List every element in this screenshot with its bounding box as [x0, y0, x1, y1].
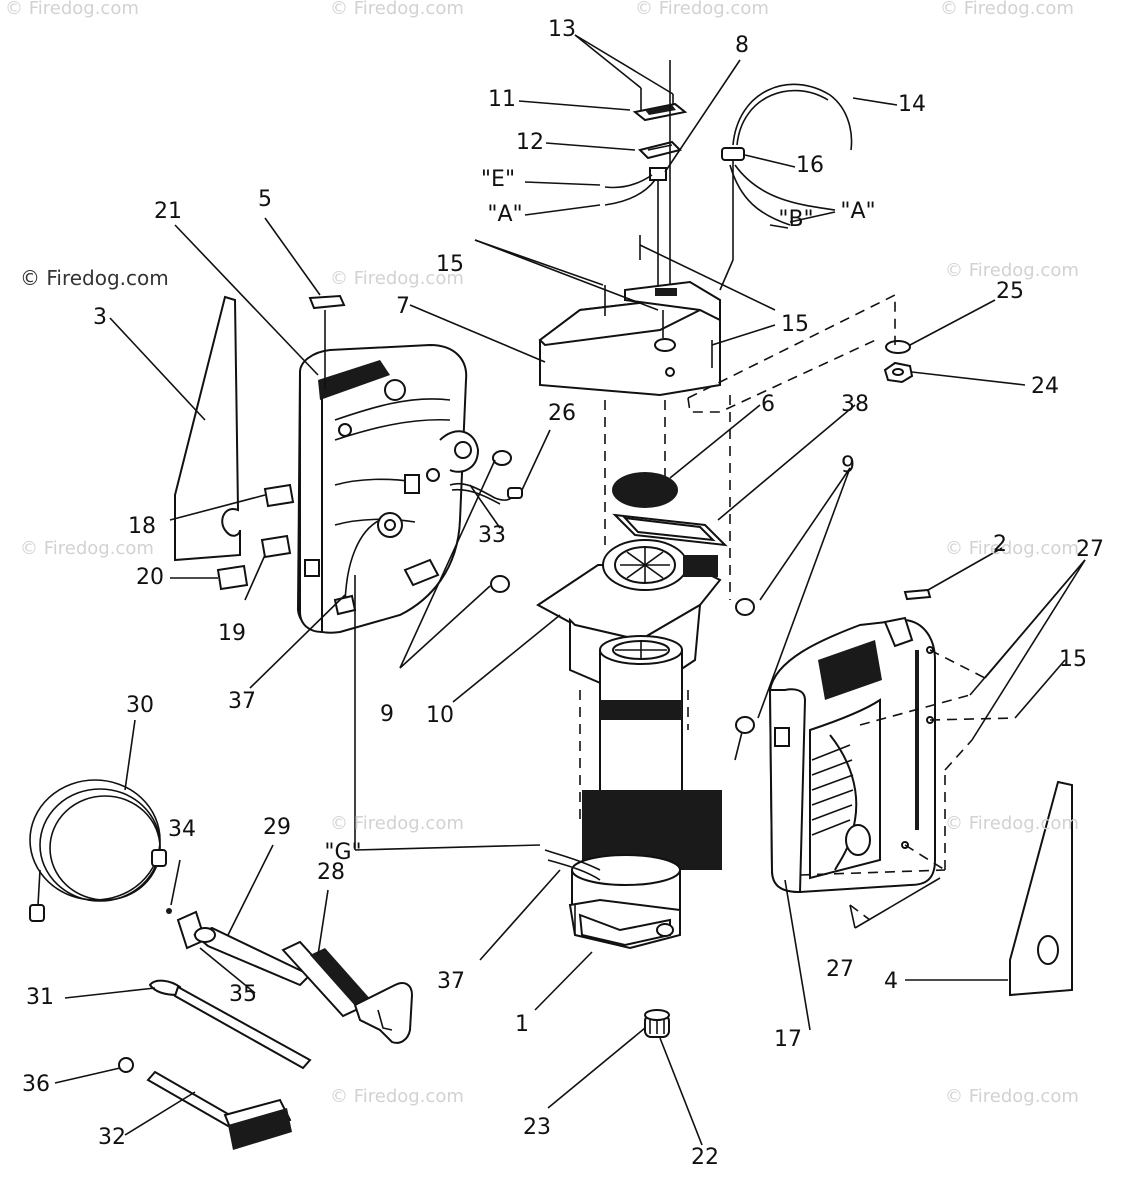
watermark: © Firedog.com	[20, 266, 169, 290]
callout-24: 24	[1031, 374, 1059, 399]
watermark: © Firedog.com	[330, 1086, 464, 1107]
callout-20: 17	[774, 1027, 802, 1052]
callout-15-side: 15	[1059, 647, 1087, 672]
motor-1	[568, 635, 722, 950]
label-5	[308, 294, 346, 390]
callout-36: 36	[22, 1072, 50, 1097]
callout-a-right: "A"	[840, 199, 876, 224]
extension-28	[281, 940, 414, 1044]
watermark: © Firedog.com	[330, 813, 464, 834]
callout-19: 20	[136, 565, 164, 590]
hose-30	[29, 779, 167, 922]
motor-housing-10	[536, 539, 722, 687]
callout-17: 18	[128, 514, 156, 539]
callout-9-left: 9	[380, 702, 394, 727]
wire-37-g	[354, 575, 601, 881]
callout-16: 16	[796, 153, 824, 178]
filter-6	[612, 472, 678, 508]
washer-25	[885, 340, 911, 354]
watermark: © Firedog.com	[330, 0, 464, 19]
callout-11: 11	[488, 87, 516, 112]
bushings-9-right	[735, 598, 755, 734]
callout-31: 31	[26, 985, 54, 1010]
callout-28: 28	[317, 860, 345, 885]
leader-lines	[54, 34, 1086, 1146]
callout-8: 8	[735, 33, 749, 58]
callout-13: 13	[548, 17, 576, 42]
callout-26: 26	[548, 401, 576, 426]
wires-e-a	[604, 174, 656, 206]
cap-34	[166, 908, 172, 914]
callout-29: 29	[263, 815, 291, 840]
side-panel-4	[1009, 780, 1073, 997]
nut-24	[883, 361, 914, 384]
wand-29-35	[176, 910, 312, 987]
watermark: © Firedog.com	[940, 0, 1074, 19]
callout-23: 23	[523, 1115, 551, 1140]
callout-e: "E"	[480, 167, 516, 192]
nozzle-31	[148, 979, 312, 1070]
side-panel-3	[174, 295, 241, 562]
callout-27-top: 27	[1076, 537, 1104, 562]
switch-connector-8	[649, 60, 671, 290]
callout-35: 35	[229, 982, 257, 1007]
callout-37-left: 37	[228, 689, 256, 714]
left-housing-21	[296, 343, 480, 634]
wire-33-26	[449, 482, 523, 505]
callout-3: 3	[93, 305, 107, 330]
watermark: © Firedog.com	[945, 1086, 1079, 1107]
watermark: © Firedog.com	[945, 538, 1079, 559]
callout-38: 38	[841, 392, 869, 417]
watermark: © Firedog.com	[5, 0, 139, 19]
callout-18: 19	[218, 621, 246, 646]
callout-10: 10	[426, 703, 454, 728]
callout-b: "B"	[778, 207, 814, 232]
callout-2: 2	[993, 532, 1007, 557]
callout-34: 34	[168, 817, 196, 842]
callout-22: 22	[691, 1145, 719, 1170]
watermark: © Firedog.com	[635, 0, 769, 19]
watermark: © Firedog.com	[945, 813, 1079, 834]
callout-g: "G"	[324, 840, 362, 865]
callout-12: 12	[516, 130, 544, 155]
switch-cover-11	[632, 102, 688, 122]
screws-13	[640, 88, 674, 110]
callout-15-top: 15	[436, 252, 464, 277]
callout-15-right: 15	[781, 312, 809, 337]
labels-17-18-19	[216, 483, 295, 591]
callout-21: 21	[154, 199, 182, 224]
callout-6: 6	[761, 392, 775, 417]
label-2	[903, 588, 932, 601]
callout-1: 1	[515, 1012, 529, 1037]
switch-12	[638, 140, 682, 160]
watermark: © Firedog.com	[20, 538, 154, 559]
bushings-9-left	[490, 450, 512, 593]
brush-32-36	[118, 1057, 292, 1150]
callout-37-bottom: 37	[437, 969, 465, 994]
callout-7: 7	[396, 294, 410, 319]
callout-25: 25	[996, 279, 1024, 304]
callout-27-bottom: 27	[826, 957, 854, 982]
right-housing-20	[768, 616, 936, 894]
callout-33: 33	[478, 523, 506, 548]
callout-5: 5	[258, 187, 272, 212]
gasket-38	[612, 513, 728, 547]
callout-4: 4	[884, 969, 898, 994]
callout-14: 14	[898, 92, 926, 117]
watermark: © Firedog.com	[945, 260, 1079, 281]
callout-a-left: "A"	[487, 202, 523, 227]
plug-22-23	[644, 1009, 670, 1038]
watermark: © Firedog.com	[330, 268, 464, 289]
callout-30: 30	[126, 693, 154, 718]
callout-32: 32	[98, 1125, 126, 1150]
callout-9-right: 9	[841, 453, 855, 478]
cord-14	[719, 83, 853, 291]
top-cover-7	[538, 235, 721, 397]
